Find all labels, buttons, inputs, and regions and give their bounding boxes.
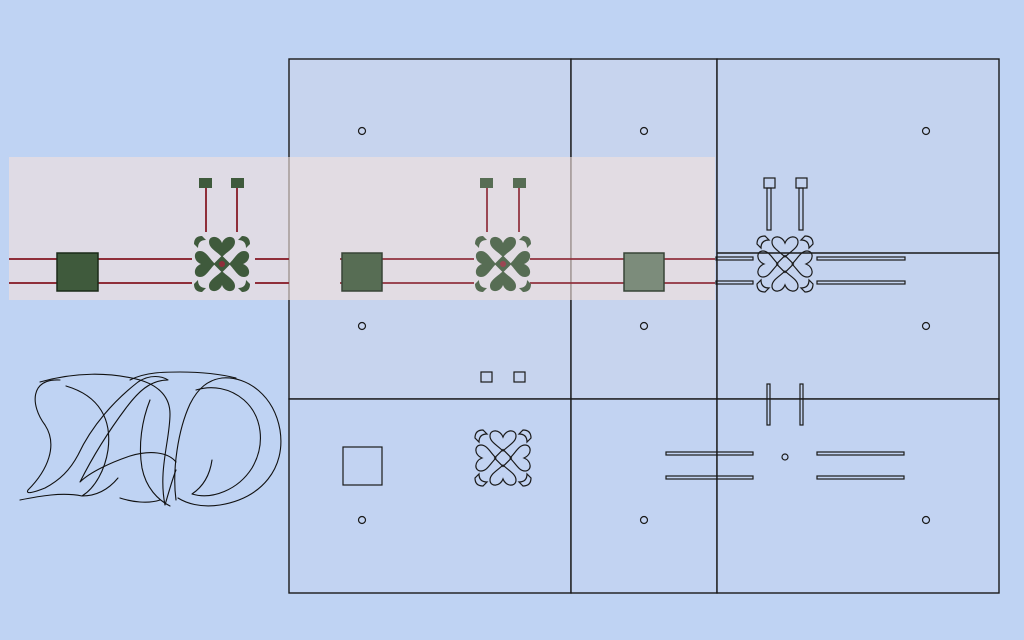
terminal-lead [766,383,771,426]
terminal-pad-icon [480,178,493,188]
mounting-hole-icon [639,321,649,331]
terminal-pad-icon [480,371,493,383]
mounting-hole-icon [921,321,931,331]
square-pad-icon [342,446,383,486]
terminal-pad-icon [513,371,526,383]
mounting-hole-icon [357,321,367,331]
traces-right-upper [816,256,906,261]
mounting-hole-icon [357,515,367,525]
mounting-hole-icon [921,515,931,525]
panel-bottom-middle [570,398,718,594]
photo-component-overlay [340,178,715,292]
mounting-hole-icon [921,126,931,136]
mounting-hole-icon [639,126,649,136]
terminal-lead [766,187,772,231]
exploded-parts [342,371,905,486]
panel-bottom-right [716,398,1000,594]
mounting-hole-icon [781,453,789,461]
mounting-hole-icon [357,126,367,136]
terminal-pad-icon [199,178,212,188]
terminal-lead [799,383,804,426]
terminal-pad-icon [513,178,526,188]
sheet-panels [288,58,1000,594]
square-pad-icon [341,252,383,292]
terminal-pad-icon [231,178,244,188]
mounting-holes [357,126,931,525]
mounting-hole-icon [639,515,649,525]
traces-left-upper [715,256,754,261]
panel-bottom-left [288,398,572,594]
panel-top-right [716,58,1000,400]
square-pad-icon [623,252,665,292]
trace-bar [816,475,905,480]
trace-bar [665,475,754,480]
trace-bar [665,451,754,456]
photo-component-left [9,178,289,292]
traces-right-lower [816,280,906,285]
monogram-logo-icon [19,371,282,507]
outline-component-right [715,177,906,292]
traces-left-lower [715,280,754,285]
terminal-lead [798,187,804,231]
trace-bar [816,451,905,456]
square-pad-icon [56,252,99,292]
